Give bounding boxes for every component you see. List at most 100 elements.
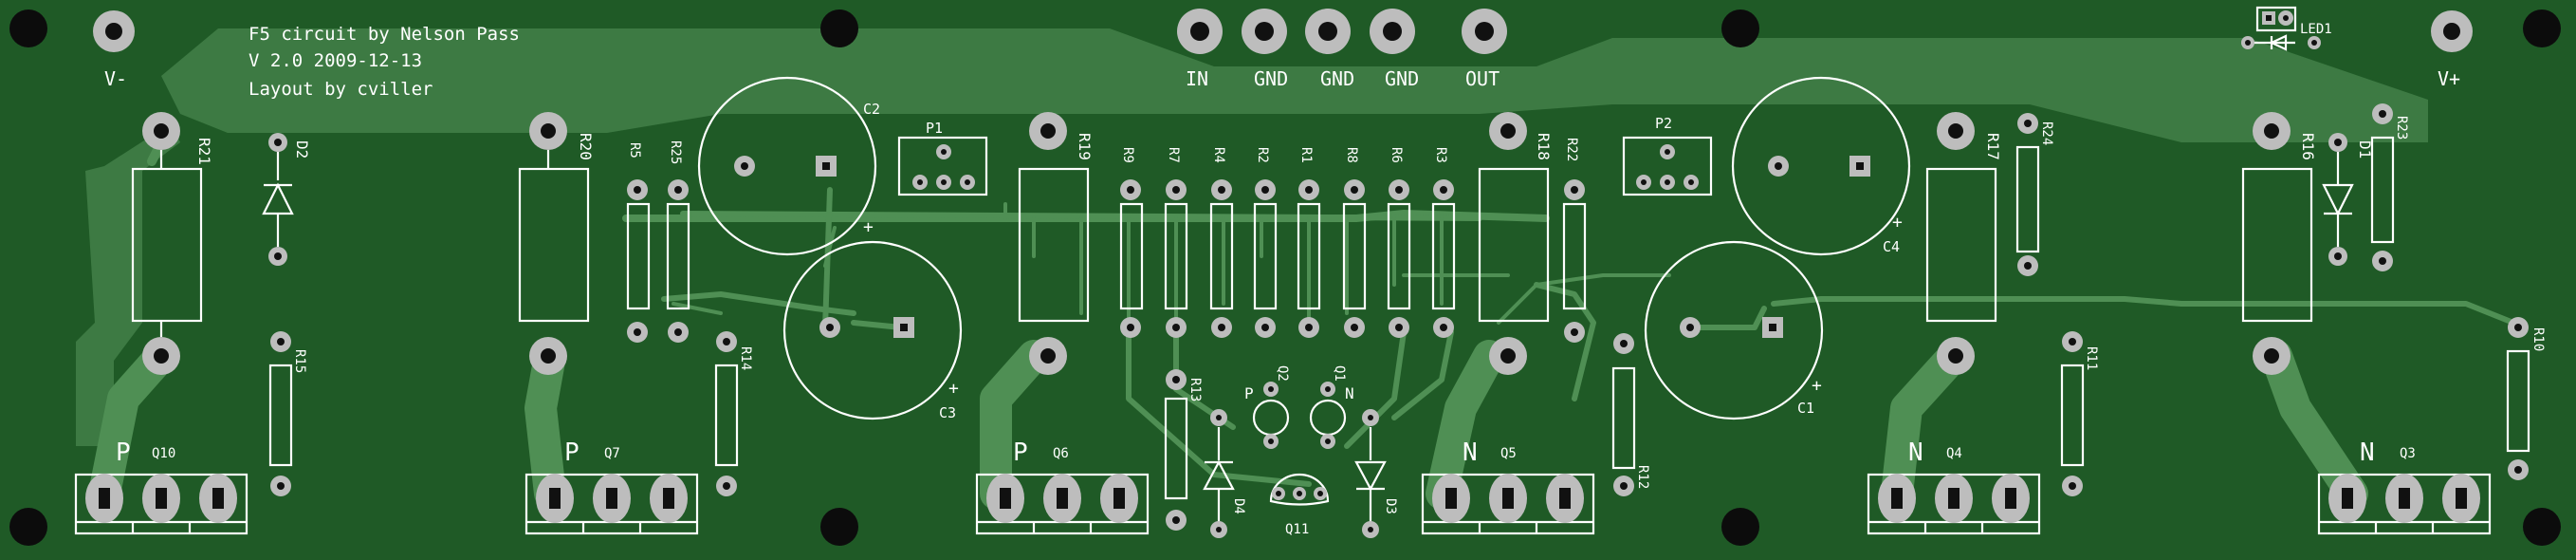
- transistor-q11: Q11: [1269, 473, 1330, 537]
- resistor-r16: R16: [2241, 112, 2317, 375]
- output-copper: [88, 340, 2368, 510]
- mount-hole: [1721, 9, 1759, 47]
- resistor-r15: R15: [268, 331, 307, 496]
- copper-pour-top: [161, 28, 2428, 142]
- resistor-r25: R25: [666, 140, 690, 343]
- q6-polarity: P: [1013, 439, 1028, 467]
- label-q10: Q10: [152, 446, 175, 461]
- label-r16: R16: [2299, 133, 2317, 160]
- label-q1: Q1: [1332, 365, 1347, 382]
- capacitor-c1: C1 +: [1644, 240, 1824, 420]
- label-r13: R13: [1187, 378, 1203, 401]
- label-r1: R1: [1298, 147, 1314, 163]
- c4-plus: +: [1892, 213, 1903, 233]
- board-version: V 2.0 2009-12-13: [248, 50, 422, 71]
- transistor-q10: P Q10: [74, 439, 248, 535]
- label-r8: R8: [1344, 147, 1359, 163]
- c1-plus: +: [1812, 376, 1822, 396]
- label-r25: R25: [668, 140, 683, 164]
- label-r2: R2: [1255, 147, 1270, 163]
- terminal-label-in: IN: [1186, 67, 1208, 90]
- terminal-label-v-plus: V+: [2438, 67, 2460, 90]
- traces: [147, 138, 2516, 487]
- label-r10: R10: [2530, 327, 2546, 351]
- resistor-r10: R10: [2506, 317, 2546, 480]
- label-r19: R19: [1076, 133, 1094, 160]
- diode-d3: D3: [1354, 409, 1398, 538]
- label-r6: R6: [1389, 147, 1404, 163]
- mount-hole: [1721, 508, 1759, 546]
- q2-polarity: P: [1244, 384, 1254, 402]
- label-c3: C3: [939, 404, 956, 421]
- label-c2: C2: [863, 101, 880, 118]
- resistor-r17: R17: [1925, 112, 2002, 375]
- mount-hole: [820, 9, 858, 47]
- c3-plus: +: [948, 379, 959, 399]
- label-r12: R12: [1635, 465, 1650, 489]
- c2-plus: +: [863, 217, 874, 237]
- resistor-r9: R9: [1119, 147, 1144, 338]
- label-r5: R5: [627, 142, 642, 159]
- capacitor-c2: C2 +: [697, 76, 880, 256]
- diode-d1: D1: [2322, 133, 2374, 266]
- power-transistors: P Q10 P Q7 P Q6: [74, 439, 2492, 535]
- label-c4: C4: [1883, 238, 1900, 255]
- label-r22: R22: [1564, 138, 1579, 161]
- resistor-r2: R2: [1253, 147, 1278, 338]
- q1-polarity: N: [1345, 384, 1354, 402]
- label-r7: R7: [1166, 147, 1181, 163]
- label-r11: R11: [2084, 346, 2099, 370]
- diode-d4: D4: [1203, 409, 1246, 538]
- transistor-q1: Q1 N: [1309, 365, 1354, 449]
- terminal-label-gnd-1: GND: [1254, 67, 1288, 90]
- label-r18: R18: [1535, 133, 1553, 160]
- label-q5: Q5: [1500, 446, 1517, 461]
- label-r14: R14: [738, 346, 753, 370]
- resistor-r23: R23: [2370, 103, 2409, 271]
- capacitor-c3: C3 +: [782, 240, 963, 421]
- label-q7: Q7: [604, 446, 620, 461]
- q5-polarity: N: [1463, 439, 1478, 467]
- resistor-r3: R3: [1431, 147, 1456, 338]
- resistor-r14: R14: [714, 331, 753, 496]
- resistor-r7: R7: [1164, 147, 1188, 338]
- mount-hole: [9, 9, 47, 47]
- mount-hole: [9, 508, 47, 546]
- label-r4: R4: [1211, 147, 1226, 163]
- terminal-pads: [93, 9, 2473, 54]
- resistor-r5: R5: [626, 142, 651, 343]
- q4-polarity: N: [1908, 439, 1923, 467]
- resistor-r21: R21: [131, 112, 213, 375]
- transistor-q5: N Q5: [1421, 439, 1595, 535]
- resistor-r11: R11: [2060, 331, 2099, 496]
- transistor-q3: N Q3: [2317, 439, 2492, 535]
- label-d3: D3: [1383, 498, 1398, 514]
- resistor-r12: R12: [1611, 333, 1650, 496]
- resistor-r4: R4: [1209, 147, 1234, 338]
- label-d4: D4: [1231, 498, 1246, 514]
- label-r9: R9: [1120, 147, 1135, 163]
- board-layout-credit: Layout by cviller: [248, 79, 432, 100]
- transistor-q7: P Q7: [524, 439, 699, 535]
- label-r21: R21: [195, 138, 213, 165]
- q3-polarity: N: [2360, 439, 2375, 467]
- label-d2: D2: [293, 140, 311, 159]
- resistor-r22: R22: [1562, 138, 1587, 343]
- led1: LED1: [2241, 6, 2332, 51]
- label-r24: R24: [2039, 121, 2054, 145]
- mount-hole: [2523, 9, 2561, 47]
- trimmer-p2: P2: [1622, 115, 1713, 196]
- terminal-label-gnd-2: GND: [1320, 67, 1354, 90]
- resistor-r24: R24: [2015, 113, 2054, 276]
- transistor-q4: N Q4: [1867, 439, 2041, 535]
- mount-hole: [820, 508, 858, 546]
- label-r15: R15: [292, 349, 307, 373]
- label-led1: LED1: [2300, 22, 2332, 37]
- label-r17: R17: [1984, 133, 2002, 160]
- power-resistors: R21 R20 R19 R18 R17: [131, 112, 2317, 375]
- label-q2: Q2: [1275, 365, 1290, 382]
- diode-d2: D2: [262, 133, 311, 266]
- resistor-r18: R18: [1478, 112, 1553, 375]
- small-resistors: R5 R25 R9 R7 R4: [268, 103, 2546, 531]
